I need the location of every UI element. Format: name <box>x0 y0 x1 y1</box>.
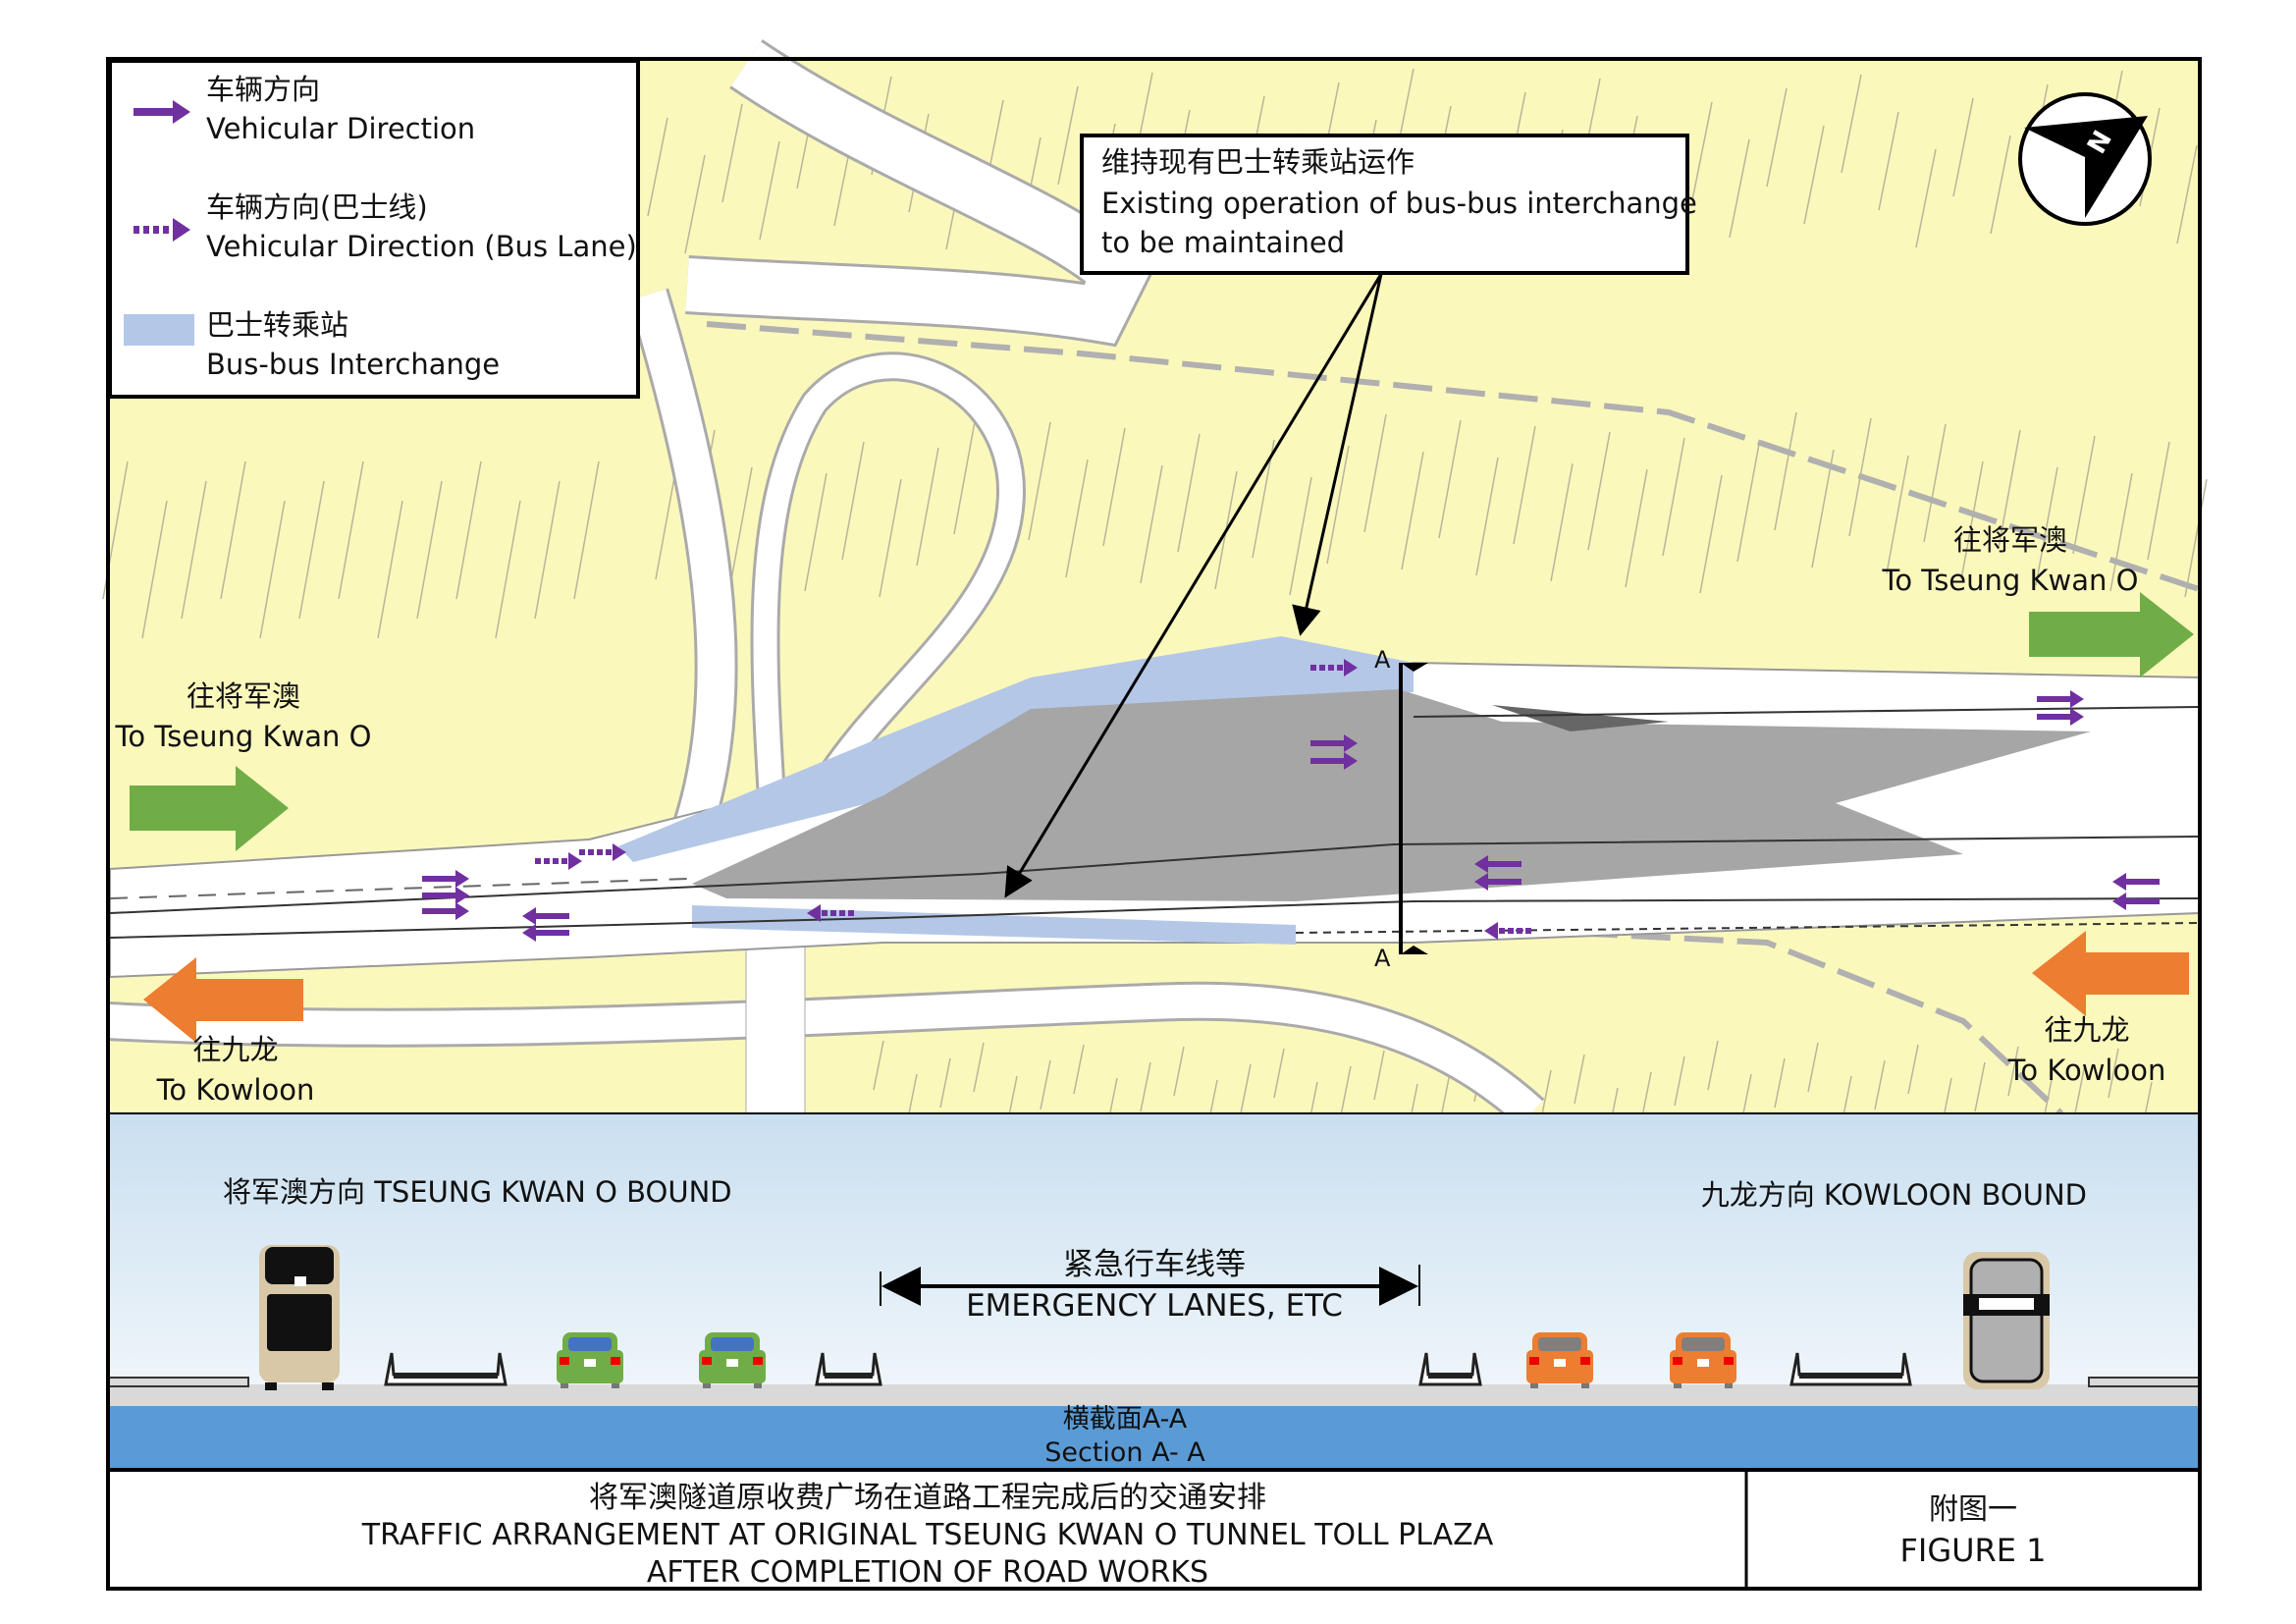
drawing-title-en-1: TRAFFIC ARRANGEMENT AT ORIGINAL TSEUNG K… <box>361 1518 1494 1552</box>
left-tko-zh: 往将军澳 <box>186 679 301 713</box>
to-tko-arrow-left <box>130 766 289 851</box>
bus-lane-arrow-icon <box>1310 659 1358 677</box>
to-kowloon-arrow-left <box>143 957 303 1043</box>
to-kowloon-arrow-right <box>2032 931 2189 1016</box>
vehicle-arrow-icon <box>422 887 469 904</box>
vehicle-arrow-icon <box>1474 855 1522 873</box>
left-kowloon-en: To Kowloon <box>156 1073 315 1107</box>
vehicle-arrow-icon <box>2037 708 2084 726</box>
vehicle-arrow-icon <box>1474 873 1522 891</box>
drawing-title-en-2: AFTER COMPLETION OF ROAD WORKS <box>646 1555 1209 1590</box>
traffic-direction-arrows <box>422 659 2160 942</box>
callout-box: 维持现有巴士转乘站运作 Existing operation of bus-bu… <box>1080 134 1697 275</box>
vehicle-arrow-icon <box>522 907 569 925</box>
bus-tko-bound <box>259 1245 340 1390</box>
legend-item-zh: 车辆方向(巴士线) <box>206 190 428 224</box>
kowloon-bound-label: 九龙方向 KOWLOON BOUND <box>1700 1178 2087 1212</box>
tko-bound-label: 将军澳方向 TSEUNG KWAN O BOUND <box>223 1175 732 1209</box>
median-barrier <box>815 1352 882 1386</box>
right-kowloon-en: To Kowloon <box>2007 1054 2166 1087</box>
legend: 车辆方向 Vehicular Direction 车辆方向(巴士线) Vehic… <box>108 59 640 399</box>
to-tko-arrow-right <box>2029 592 2194 677</box>
vehicle-arrow-icon <box>2112 873 2160 891</box>
right-tko-zh: 往将军澳 <box>1952 523 2068 557</box>
bus-lane-arrow-icon <box>535 852 582 870</box>
left-kowloon-zh: 往九龙 <box>192 1033 279 1066</box>
vehicle-arrow-icon <box>1310 734 1358 752</box>
toll-plaza <box>692 689 2091 901</box>
median-barrier <box>384 1352 507 1386</box>
car <box>699 1332 766 1388</box>
legend-item-zh: 车辆方向 <box>206 73 321 106</box>
bus-kowloon-bound <box>1963 1252 2050 1389</box>
legend-item-zh: 巴士转乘站 <box>206 308 349 342</box>
callout-zh: 维持现有巴士转乘站运作 <box>1101 145 1415 179</box>
bus-lane-arrow-icon <box>579 843 626 861</box>
callout-en-2: to be maintained <box>1101 226 1346 259</box>
bus-lane-arrow-icon <box>807 904 854 922</box>
vehicle-arrow-icon <box>422 870 469 888</box>
interchange-swatch-icon <box>124 314 194 346</box>
left-tko-en: To Tseung Kwan O <box>115 720 372 753</box>
solid-arrow-icon <box>133 100 190 124</box>
figure-number-en: FIGURE 1 <box>1899 1532 2047 1569</box>
car <box>1670 1332 1736 1388</box>
car <box>557 1332 623 1388</box>
section-title-zh: 横截面A-A <box>1062 1404 1188 1435</box>
vehicle-arrow-icon <box>2037 690 2084 708</box>
car <box>1526 1332 1593 1388</box>
legend-item-en: Vehicular Direction <box>206 112 476 145</box>
vehicle-arrow-icon <box>522 924 569 942</box>
bus-lane-arrow-icon <box>1484 922 1531 940</box>
emergency-lanes-en: EMERGENCY LANES, ETC <box>966 1288 1343 1324</box>
figure-number-zh: 附图一 <box>1929 1492 2017 1527</box>
callout-en-1: Existing operation of bus-bus interchang… <box>1101 187 1697 220</box>
dotted-arrow-icon <box>133 218 190 242</box>
section-marker-top: A <box>1374 646 1391 674</box>
section-marker-bottom: A <box>1374 945 1391 972</box>
drawing-title-zh: 将军澳隧道原收费广场在道路工程完成后的交通安排 <box>589 1481 1266 1515</box>
cross-section <box>107 1113 2201 1470</box>
section-title-en: Section A- A <box>1044 1437 1205 1468</box>
bus-interchange-north <box>618 636 1414 862</box>
north-arrow-icon: N <box>2018 92 2152 226</box>
right-tko-en: To Tseung Kwan O <box>1882 564 2139 597</box>
vehicle-arrow-icon <box>2112 893 2160 910</box>
vehicle-arrow-icon <box>1310 752 1358 770</box>
vehicle-arrow-icon <box>422 902 469 920</box>
median-barrier <box>1789 1352 1912 1386</box>
right-kowloon-zh: 往九龙 <box>2044 1013 2130 1047</box>
median-barrier <box>1418 1352 1482 1386</box>
legend-item-en: Bus-bus Interchange <box>206 348 501 381</box>
emergency-lanes-zh: 紧急行车线等 <box>1063 1247 1246 1282</box>
legend-item-en: Vehicular Direction (Bus Lane) <box>206 230 637 263</box>
